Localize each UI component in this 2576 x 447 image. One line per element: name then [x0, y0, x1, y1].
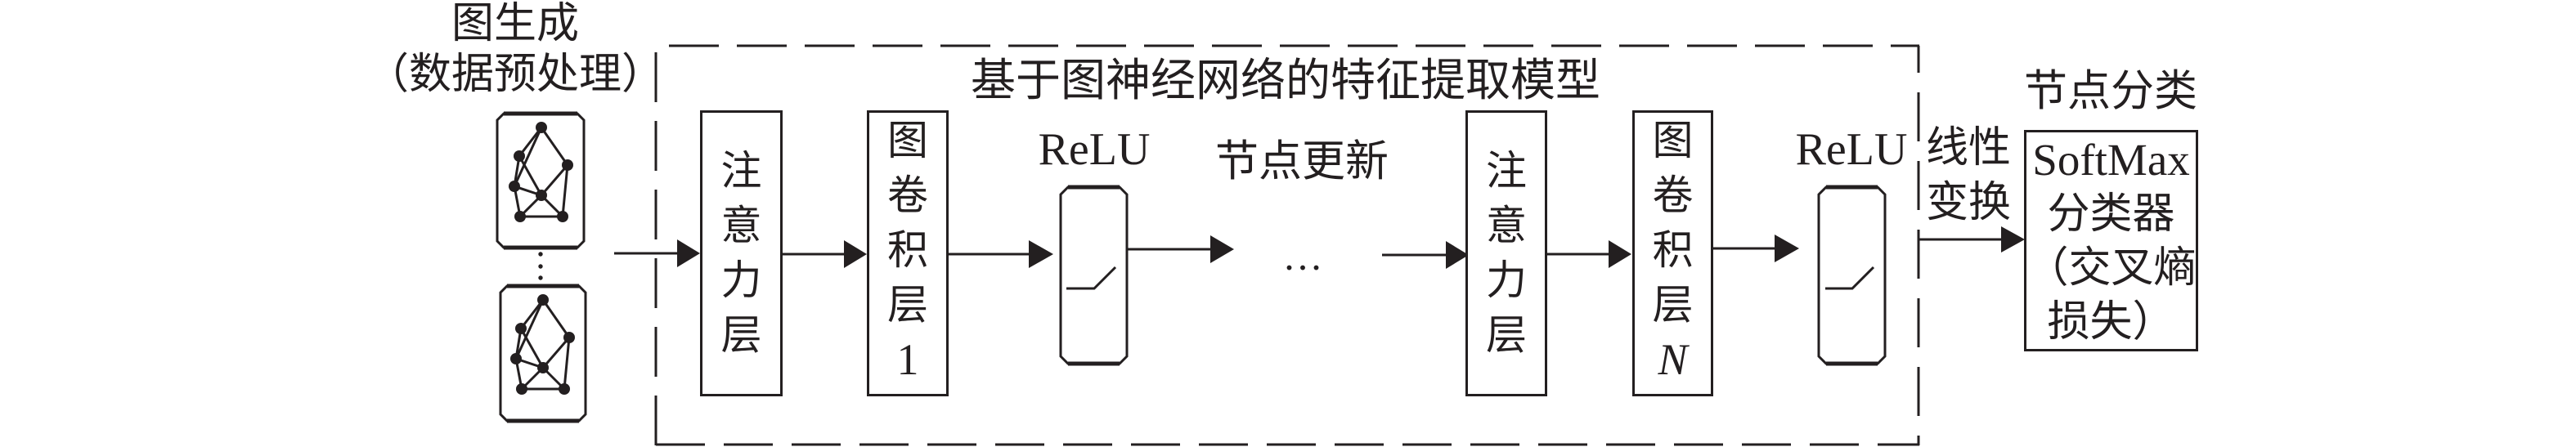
graph-edge [541, 337, 571, 369]
arrow-head [677, 239, 700, 267]
arrow-attention-1-to-gcn-1 [782, 240, 867, 268]
graph-node [559, 383, 570, 395]
attention-layer-label: 注意力层 [720, 147, 762, 359]
input-stage-subtitle: （数据预处理） [366, 50, 664, 99]
arrow-head [1609, 240, 1631, 268]
graph-node [557, 211, 568, 222]
graph-edge [561, 164, 569, 217]
graph-icon [499, 284, 587, 423]
graph-node [562, 159, 573, 171]
feature-extractor-frame [654, 44, 1920, 446]
arrow-input-to-attention-1 [614, 239, 700, 267]
gcn-layer-index: 1 [896, 334, 919, 384]
graph-edge [518, 127, 543, 157]
arrow-linear-transform-to-classifier [1919, 226, 2025, 253]
graph-edge [540, 127, 569, 166]
graph-icon [496, 111, 586, 250]
arrow-head [1210, 235, 1234, 263]
gcn-layer-label: 图卷积层 [1652, 116, 1694, 329]
classifier-line: SoftMax [2032, 134, 2190, 185]
graph-node [536, 190, 547, 201]
classifier-line: 分类器 [2047, 189, 2175, 239]
attention-layer-label: 注意力层 [1486, 147, 1527, 359]
arrow-head [2001, 226, 2025, 253]
graph-node [509, 181, 520, 192]
arrow-head [1446, 241, 1469, 269]
relu-label-1: ReLU [1038, 124, 1151, 175]
relu-label-2: ReLU [1795, 124, 1908, 175]
graph-edge [519, 299, 545, 329]
graph-edge [518, 155, 543, 196]
arrow-attention-n-to-gcn-n [1546, 240, 1631, 268]
ellipsis-dot [538, 264, 543, 269]
node-classification-title: 节点分类 [2024, 66, 2197, 116]
node-update-label: 节点更新 [1215, 136, 1389, 186]
arrow-head [1775, 235, 1799, 262]
feature-extractor-title: 基于图神经网络的特征提取模型 [970, 54, 1600, 106]
graph-node [536, 122, 547, 133]
graph-card-border [499, 284, 587, 422]
graph-card-border [496, 112, 586, 249]
graph-edge [541, 299, 571, 338]
classifier-line: 损失） [2047, 297, 2175, 346]
attention-layer-block-n: 注意力层 [1465, 110, 1547, 396]
softmax-classifier-block: SoftMax 分类器 （交叉熵 损失） [2024, 130, 2198, 351]
graph-node [515, 323, 527, 334]
graph-edge [540, 164, 569, 196]
gcn-layer-label: 图卷积层 [887, 116, 928, 329]
gcn-layer-block-1: 图卷积层 1 [867, 110, 949, 396]
vertical-ellipsis-icon [538, 252, 543, 280]
graph-node [516, 383, 527, 395]
graph-node [537, 362, 549, 373]
arrow-head [844, 240, 867, 268]
relu-activation-icon [1066, 266, 1117, 290]
graph-node [514, 211, 526, 222]
linear-transform-line: 变换 [1925, 178, 2011, 227]
graph-edge [563, 337, 571, 390]
relu-block-border [1817, 186, 1887, 365]
gcn-layer-index: N [1658, 334, 1688, 384]
graph-node [514, 150, 525, 162]
layer-repeat-ellipsis: ... [1284, 233, 1325, 279]
arrow-relu-1-to-node-update [1127, 235, 1234, 263]
graph-edge [519, 328, 545, 369]
graph-node [510, 353, 522, 364]
attention-layer-block-1: 注意力层 [700, 110, 783, 396]
arrow-head [1029, 240, 1053, 268]
arrow-gcn-n-to-relu-n [1712, 235, 1799, 262]
graph-edge [514, 299, 545, 360]
classifier-line: （交叉熵 [2026, 243, 2197, 293]
linear-transform-line: 线性 [1925, 123, 2011, 172]
arrow-gcn-1-to-relu-1 [947, 240, 1053, 268]
graph-node [537, 294, 549, 306]
relu-block-border [1059, 186, 1129, 365]
relu-block-1 [1059, 185, 1129, 366]
linear-transform-label: 线性 变换 [1919, 121, 2017, 230]
ellipsis-dot [538, 275, 543, 280]
relu-activation-icon [1825, 266, 1875, 290]
input-stage-title: 图生成 [451, 0, 579, 48]
graph-edge [513, 127, 543, 187]
arrow-node-update-to-attention-n [1382, 241, 1469, 269]
relu-block-2 [1817, 185, 1887, 366]
gcn-layer-block-n: 图卷积层 N [1632, 110, 1713, 396]
graph-node [563, 332, 575, 343]
ellipsis-dot [538, 252, 543, 257]
